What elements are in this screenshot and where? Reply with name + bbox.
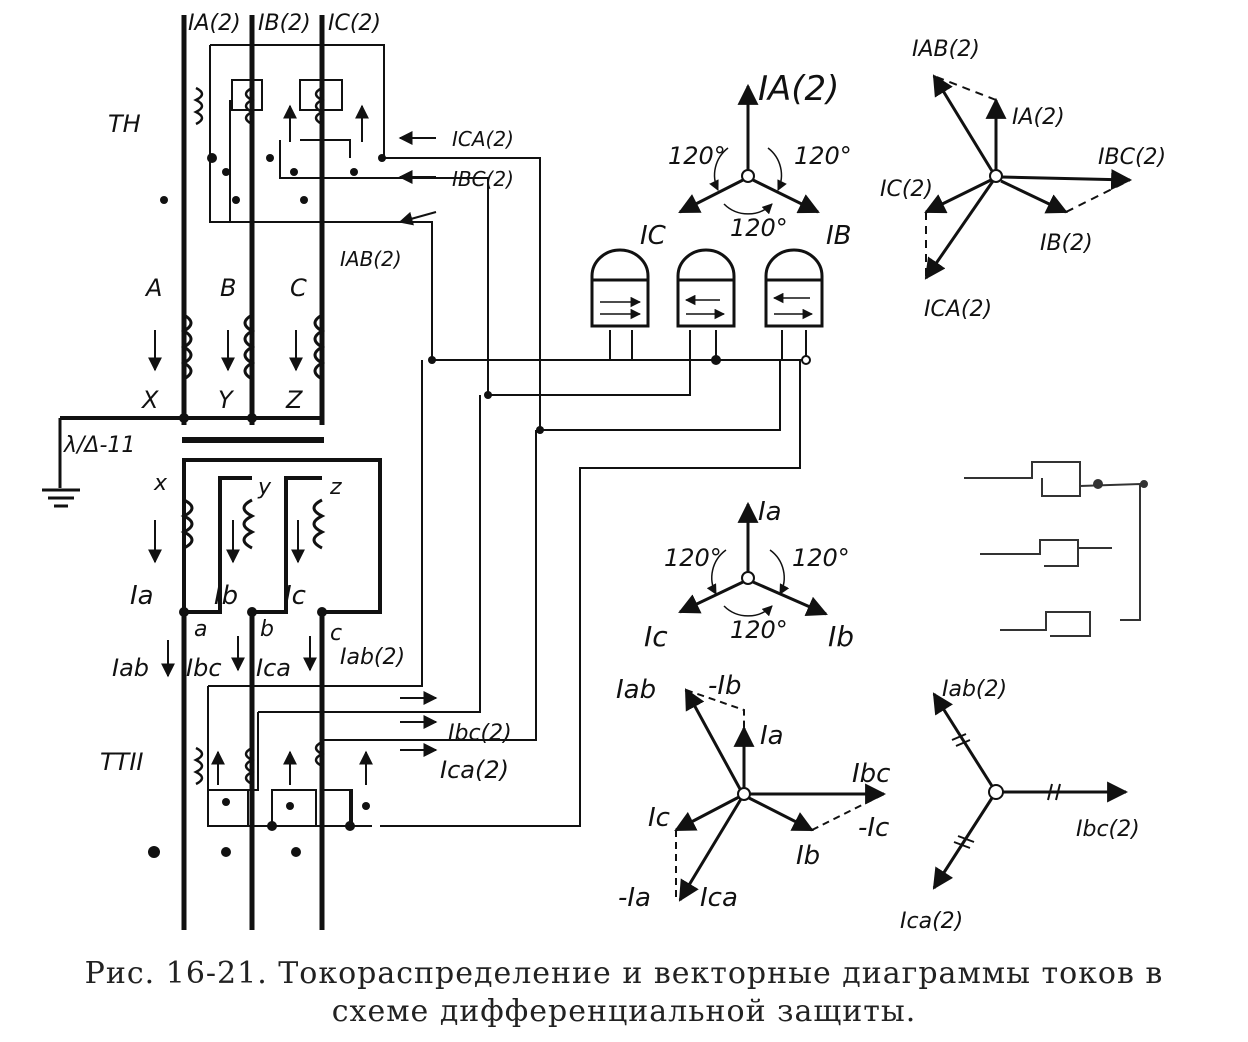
label-ic2-top: IC(2)	[328, 11, 381, 36]
v5-ica2: Ica(2)	[900, 909, 963, 934]
label-ib: Ib	[214, 581, 238, 611]
v4-mic: -Ic	[858, 813, 889, 843]
v1-120a: 120°	[668, 142, 726, 170]
label-iab2: IAB(2)	[340, 247, 402, 271]
ct-lower-dots	[148, 798, 370, 858]
label-phase-c: C	[290, 274, 307, 302]
v2-ica2: ICA(2)	[924, 297, 992, 322]
relay-2	[676, 248, 736, 328]
v3-120c: 120°	[730, 616, 788, 644]
vector-diagram-primary-labels: IA(2) 120° 120° 120° IC IB	[640, 69, 852, 251]
v1-ic: IC	[640, 221, 667, 251]
v4-ic: Ic	[648, 803, 670, 833]
label-ic: Ic	[284, 581, 306, 611]
v4-ibc: Ibc	[852, 759, 890, 789]
current-arrows	[148, 104, 438, 785]
label-phase-a: A	[144, 274, 162, 302]
label-b-node: b	[260, 617, 274, 642]
vector-diagram-relay-labels: Iab(2) Ibc(2) Ica(2)	[900, 677, 1140, 934]
v4-ia: Ia	[760, 721, 784, 751]
relay-wiring	[432, 330, 807, 431]
v2-ib2: IB(2)	[1040, 231, 1093, 256]
label-ica2: ICA(2)	[452, 127, 514, 151]
label-z-lower: z	[329, 475, 342, 500]
neutral-dots	[179, 413, 257, 423]
relay-sketch	[964, 461, 1148, 637]
phase-conductors	[181, 15, 325, 930]
vector-diagram-secondary	[678, 501, 828, 617]
v3-120a: 120°	[664, 544, 722, 572]
v1-120b: 120°	[794, 142, 852, 170]
v3-ic: Ic	[644, 620, 668, 653]
v5-iab2: Iab(2)	[942, 677, 1007, 702]
v1-120c: 120°	[730, 214, 788, 242]
label-ttii: TTII	[100, 748, 143, 776]
vector-diagram-primary-delta-labels: IAB(2) IA(2) IBC(2) IC(2) IB(2) ICA(2)	[880, 37, 1166, 322]
v1-ia2: IA(2)	[758, 69, 839, 109]
ct-upper-circuit	[193, 44, 541, 430]
v1-ib: IB	[826, 221, 852, 251]
label-a-node: a	[194, 617, 207, 642]
label-iab2-lower: Iab(2)	[340, 645, 405, 670]
v2-ic2: IC(2)	[880, 177, 933, 202]
v3-ia: Ia	[758, 497, 782, 527]
v5-ibc2: Ibc(2)	[1076, 817, 1140, 842]
relay-terminal	[801, 355, 811, 365]
label-phase-b: B	[220, 274, 236, 302]
label-ibc2: IBC(2)	[452, 167, 514, 191]
label-y-lower: y	[257, 475, 272, 500]
label-x-lower: x	[153, 471, 168, 496]
label-ibc2-lower: Ibc(2)	[448, 721, 512, 746]
figure-caption-line-2: схеме дифференциальной защиты.	[331, 994, 917, 1029]
v4-mia: -Ia	[618, 883, 651, 913]
ct-lower-circuit	[193, 360, 801, 827]
label-ia2-top: IA(2)	[188, 11, 241, 36]
vector-diagram-secondary-labels: Ia 120° 120° 120° Ic Ib	[644, 497, 854, 653]
label-th: TH	[108, 110, 141, 138]
label-ica: Ica	[256, 654, 291, 682]
v4-iab: Iab	[616, 675, 656, 705]
circuit-labels: IA(2) IB(2) IC(2) TH ICA(2) IBC(2) IAB(2…	[63, 11, 514, 784]
ct-upper-dots	[160, 153, 386, 204]
label-ibc: Ibc	[186, 654, 222, 682]
figure-caption-line-1: Рис. 16-21. Токораспределение и векторны…	[84, 956, 1164, 991]
label-ia: Ia	[130, 581, 154, 611]
v2-ibc2: IBC(2)	[1098, 145, 1166, 170]
vector-diagram-relay	[932, 692, 1129, 890]
v3-120b: 120°	[792, 544, 850, 572]
relay-1	[590, 248, 650, 328]
label-connection-group: λ/Δ-11	[63, 433, 135, 458]
label-c-node: c	[330, 621, 342, 646]
v3-ib: Ib	[828, 620, 854, 653]
v2-ia2: IA(2)	[1012, 105, 1065, 130]
relay-3	[764, 248, 824, 328]
relay-junctions	[428, 355, 721, 434]
vector-diagram-primary-delta	[924, 74, 1133, 280]
v4-ica: Ica	[700, 883, 738, 913]
lv-windings	[180, 458, 382, 614]
label-z-upper: Z	[285, 386, 303, 414]
v2-iab2: IAB(2)	[912, 37, 980, 62]
vector-diagram-secondary-delta	[674, 688, 887, 902]
label-ib2-top: IB(2)	[258, 11, 311, 36]
label-y-upper: Y	[218, 386, 235, 414]
label-ica2-lower: Ica(2)	[440, 756, 509, 784]
v4-ib: Ib	[796, 841, 820, 871]
v4-mib: -Ib	[708, 671, 742, 701]
label-x-upper: X	[140, 386, 159, 414]
vector-diagram-secondary-delta-labels: Iab -Ib Ia Ibc -Ic Ic Ib -Ia Ica	[616, 671, 890, 913]
label-iab: Iab	[112, 654, 149, 682]
lv-junctions	[179, 607, 327, 617]
vector-diagram-primary	[678, 83, 820, 215]
hv-windings	[42, 313, 326, 508]
